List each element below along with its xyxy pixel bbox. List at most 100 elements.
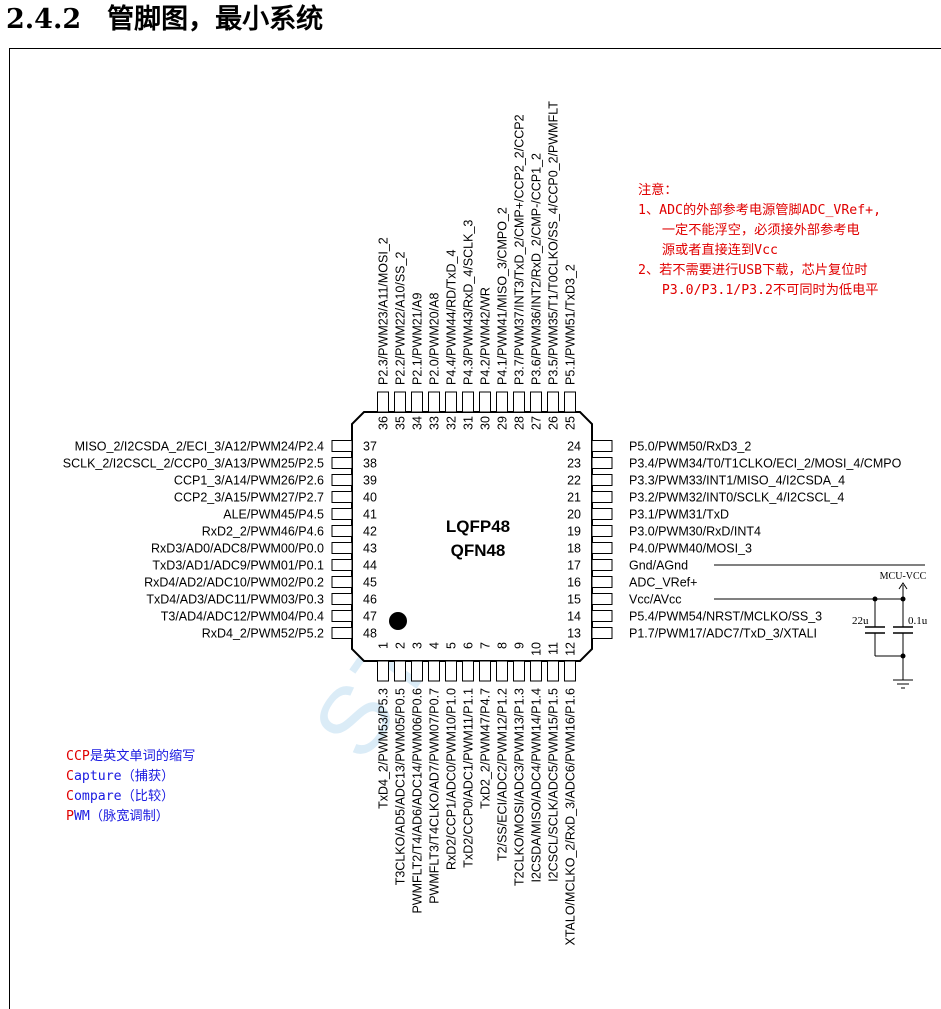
pin-pad xyxy=(547,660,559,682)
pin-number: 10 xyxy=(530,642,544,656)
pin-pad xyxy=(377,391,389,413)
pin-label: P3.0/PWM30/RxD/INT4 xyxy=(629,525,761,539)
pin-pad xyxy=(394,660,406,682)
pin-pad xyxy=(331,559,353,571)
pin-number: 16 xyxy=(567,576,581,590)
pin-number: 23 xyxy=(567,457,581,471)
pin-number: 44 xyxy=(363,559,377,573)
pin-pad xyxy=(479,660,491,682)
pins-top: 36P2.3/PWM23/A11/MOSI_235P2.2/PWM22/A10/… xyxy=(377,101,578,430)
chip-label-line2: QFN48 xyxy=(451,541,506,560)
pin-number: 45 xyxy=(363,576,377,590)
pin-pad xyxy=(496,391,508,413)
pin-number: 28 xyxy=(513,416,527,430)
pin-label: P2.0/PWM20/A8 xyxy=(428,293,442,385)
pin-label: ALE/PWM45/P4.5 xyxy=(223,508,324,522)
pin-label: P2.2/PWM22/A10/SS_2 xyxy=(394,252,408,385)
abbr-line: Compare（比较） xyxy=(66,787,195,807)
pin-label: TxD4/AD3/ADC11/PWM03/P0.3 xyxy=(146,593,324,607)
pin-label: Gnd/AGnd xyxy=(629,559,688,573)
pin-pad xyxy=(331,576,353,588)
pin-number: 3 xyxy=(411,642,425,649)
figure-frame xyxy=(9,48,941,1009)
pin-label: P4.3/PWM43/RxD_4/SCLK_3 xyxy=(462,220,476,385)
pin-number: 6 xyxy=(462,642,476,649)
pin-number: 7 xyxy=(479,642,493,649)
pin-label: P4.1/PWM41/MISO_3/CMPO_2 xyxy=(496,207,510,385)
pin-number: 32 xyxy=(445,416,459,430)
pin-number: 12 xyxy=(564,642,578,656)
pin-number: 37 xyxy=(363,440,377,454)
abbr-rest: ompare（比较） xyxy=(73,789,175,804)
pin-pad xyxy=(591,508,613,520)
pin-label: XTALO/MCLKO_2/RxD_3/ADC6/PWM16/P1.6 xyxy=(564,688,578,946)
pin-number: 20 xyxy=(567,508,581,522)
pin-number: 27 xyxy=(530,416,544,430)
pin-number: 26 xyxy=(547,416,561,430)
pin-number: 15 xyxy=(567,593,581,607)
pin-label: RxD3/AD0/ADC8/PWM00/P0.0 xyxy=(151,542,324,556)
pin-number: 42 xyxy=(363,525,377,539)
pin-label: P4.4/PWM44/RD/TxD_4 xyxy=(445,249,459,385)
pin-number: 36 xyxy=(377,416,391,430)
pin-pad xyxy=(591,576,613,588)
abbr-line: CCP是英文单词的缩写 xyxy=(66,747,195,767)
pin-label: RxD2/CCP1/ADC0/PWM10/P1.0 xyxy=(445,688,459,870)
pin-label: T2CLKO/MOSI/ADC3/PWM13/P1.3 xyxy=(513,688,527,886)
abbr-line: PWM（脉宽调制） xyxy=(66,807,195,827)
pin-number: 34 xyxy=(411,416,425,430)
section-number: 2.4.2 xyxy=(6,4,82,35)
abbr-key: C xyxy=(66,789,74,804)
pin-number: 4 xyxy=(428,642,442,649)
junction-dot xyxy=(900,596,906,602)
notes-line: 1、ADC的外部参考电源管脚ADC_VRef+, xyxy=(638,203,882,218)
pin-label: P3.2/PWM32/INT0/SCLK_4/I2CSCL_4 xyxy=(629,491,844,505)
abbr-rest: apture（捕获） xyxy=(73,769,175,784)
junction-dot xyxy=(872,596,878,602)
pin-pad xyxy=(377,660,389,682)
pin-label: P5.4/PWM54/NRST/MCLKO/SS_3 xyxy=(629,610,822,624)
pin-pad xyxy=(513,391,525,413)
notes-line: 2、若不需要进行USB下载，芯片复位时 xyxy=(638,263,868,278)
pin-label: TxD4_2/PWM53/P5.3 xyxy=(377,688,391,809)
pin-label: P3.5/PWM35/T1/T0CLKO/SS_4/CCP0_2/PWMFLT xyxy=(547,101,561,385)
pin-label: I2CSCL/SCLK/ADC5/PWM15/P1.5 xyxy=(547,688,561,882)
pin-label: ADC_VRef+ xyxy=(629,576,697,590)
pin-label: RxD4/AD2/ADC10/PWM02/P0.2 xyxy=(144,576,324,590)
pin-pad xyxy=(445,391,457,413)
pin-pad xyxy=(530,660,542,682)
abbr-key: CCP xyxy=(66,749,90,764)
pin-pad xyxy=(394,391,406,413)
pin-number: 41 xyxy=(363,508,377,522)
vcc-label: MCU-VCC xyxy=(880,571,927,582)
pin-pad xyxy=(513,660,525,682)
abbr-line: Capture（捕获） xyxy=(66,767,195,787)
pin-number: 11 xyxy=(547,642,561,655)
junction-dot xyxy=(900,653,906,659)
pin-pad xyxy=(462,660,474,682)
pin-pad xyxy=(530,391,542,413)
pin-number: 25 xyxy=(564,416,578,430)
pin-pad xyxy=(496,660,508,682)
pin-label: P3.3/PWM33/INT1/MISO_4/I2CSDA_4 xyxy=(629,474,845,488)
pin-pad xyxy=(591,627,613,639)
pin-pad xyxy=(564,391,576,413)
pin-pad xyxy=(591,440,613,452)
design-notes: 注意：1、ADC的外部参考电源管脚ADC_VRef+, 一定不能浮空，必须接外部… xyxy=(638,181,881,301)
pin-number: 46 xyxy=(363,593,377,607)
pin-number: 24 xyxy=(567,440,581,454)
pin-pad xyxy=(331,457,353,469)
pin-number: 21 xyxy=(567,491,581,505)
pin-number: 43 xyxy=(363,542,377,556)
pin-pad xyxy=(591,474,613,486)
vcc-arrow xyxy=(898,582,908,590)
pin-label: P4.0/PWM40/MOSI_3 xyxy=(629,542,752,556)
pin-pad xyxy=(591,610,613,622)
pin-number: 30 xyxy=(479,416,493,430)
pin-number: 29 xyxy=(496,416,510,430)
pin-pad xyxy=(591,457,613,469)
pin-pad xyxy=(564,660,576,682)
pin-label: P5.0/PWM50/RxD3_2 xyxy=(629,440,751,454)
